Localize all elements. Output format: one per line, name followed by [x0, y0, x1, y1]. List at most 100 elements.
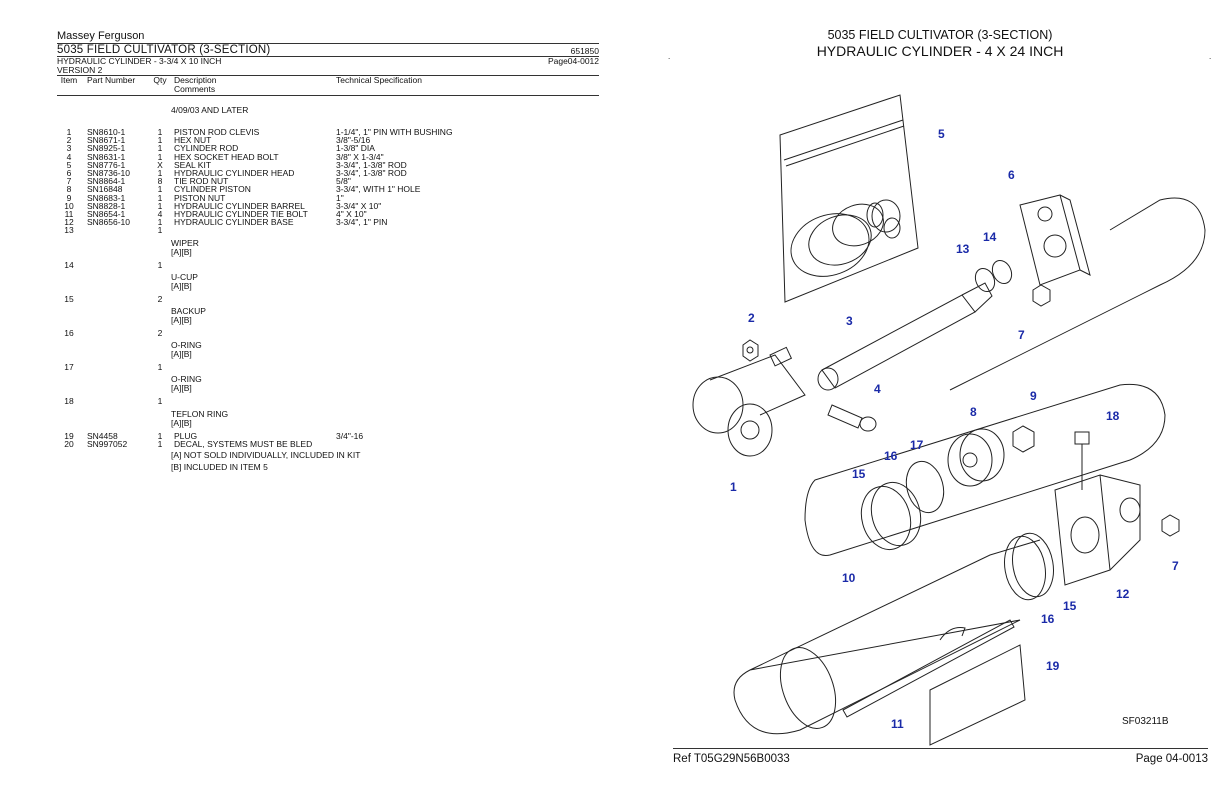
- row-tech-spec: 3/8" X 1-3/4": [336, 151, 384, 162]
- row-qty: 1: [157, 217, 163, 228]
- row-item: 15: [64, 293, 74, 304]
- row-comment: WIPER: [171, 237, 199, 248]
- callout-9: 9: [1030, 389, 1037, 403]
- row-comment: U-CUP: [171, 271, 198, 282]
- row-part-number: SN8864-1: [87, 176, 126, 187]
- row-item: 2: [66, 135, 72, 146]
- row-description: TIE ROD NUT: [174, 176, 229, 187]
- row-item: 12: [64, 217, 74, 228]
- row-item: 9: [66, 192, 72, 203]
- row-item: 18: [64, 396, 74, 407]
- footnote: [B] INCLUDED IN ITEM 5: [171, 462, 268, 473]
- callout-12: 12: [1116, 587, 1130, 601]
- piston-nut: [1012, 425, 1035, 453]
- row-tech-spec: [336, 363, 599, 371]
- row-part-number: SN8683-1: [87, 192, 126, 203]
- row-tech-spec: [336, 295, 599, 303]
- row-part-number: SN8631-1: [87, 151, 126, 162]
- row-description: [171, 261, 336, 269]
- row-tech-spec: [336, 329, 599, 337]
- callout-8: 8: [970, 405, 977, 419]
- plug: [1074, 431, 1090, 490]
- title-row: 5035 FIELD CULTIVATOR (3-SECTION) 651850: [57, 43, 599, 57]
- callout-13: 13: [956, 242, 970, 256]
- exploded-view-diagram: [692, 94, 1206, 746]
- row-tech-spec: 3-3/4" X 10": [336, 200, 382, 211]
- row-description: CYLINDER PISTON: [174, 184, 251, 195]
- barrel-outline-top: [949, 197, 1206, 391]
- row-qty: 1: [157, 200, 163, 211]
- row-item: 13: [64, 225, 74, 236]
- row-part-number: [81, 261, 149, 269]
- row-tech-spec: 3/4"-16: [336, 430, 364, 441]
- backup-oring-set: [860, 460, 945, 551]
- row-description: CYLINDER ROD: [174, 143, 239, 154]
- row-part-number: SN8610-1: [87, 127, 126, 137]
- row-tech-spec: 3-3/4", 1" PIN: [336, 217, 388, 228]
- row-qty: 1: [157, 135, 163, 146]
- row-part-number: [81, 329, 149, 337]
- row-item: 17: [64, 362, 74, 373]
- header-qty: Qty: [153, 75, 167, 85]
- row-part-number: SN8736-10: [87, 168, 131, 179]
- dot-marker-left: .: [668, 52, 671, 61]
- row-tech-spec: [336, 261, 599, 269]
- row-qty: 1: [157, 225, 163, 236]
- row-item: 5: [66, 159, 72, 170]
- serial-range: 4/09/03 AND LATER: [171, 105, 249, 115]
- row-tech-spec: 3-3/4", 1-3/8" ROD: [336, 168, 407, 179]
- row-description: PLUG: [174, 430, 198, 441]
- row-item: 20: [64, 438, 74, 449]
- barrel-outline-middle: [804, 383, 1166, 557]
- row-tech-spec: 3/8"-5/16: [336, 135, 371, 146]
- row-comment: [A][B]: [171, 280, 192, 291]
- cylinder-base: [1054, 474, 1141, 586]
- row-description: HYDRAULIC CYLINDER HEAD: [174, 168, 295, 179]
- callout-15: 15: [852, 467, 866, 481]
- footnote: [A] NOT SOLD INDIVIDUALLY, INCLUDED IN K…: [171, 450, 361, 461]
- row-description: SEAL KIT: [174, 159, 212, 170]
- callout-16-lower: 16: [1041, 612, 1055, 626]
- row-qty: 1: [157, 192, 163, 203]
- row-description: HYDRAULIC CYLINDER BARREL: [174, 200, 305, 211]
- row-description: HYDRAULIC CYLINDER BASE: [174, 217, 294, 228]
- row-comment: [A][B]: [171, 417, 192, 428]
- socket-head-bolt: [827, 404, 877, 432]
- row-tech-spec: [336, 226, 599, 234]
- tie-bolt: [842, 619, 1015, 718]
- callout-7-right: 7: [1172, 559, 1179, 573]
- doc-number: 651850: [570, 46, 599, 56]
- figure-id: SF03211B: [1122, 716, 1169, 727]
- table-header: Item Part Number Qty Description Comment…: [57, 76, 599, 96]
- callout-18: 18: [1106, 409, 1120, 423]
- row-description: [171, 329, 336, 337]
- row-qty: 1: [157, 396, 163, 407]
- callout-1: 1: [730, 480, 737, 494]
- page-footer: Ref T05G29N56B0033 Page 04-0013: [673, 748, 1208, 765]
- cylinder-head: [1019, 194, 1091, 286]
- row-part-number: SN8925-1: [87, 143, 126, 154]
- callout-6: 6: [1008, 168, 1015, 182]
- row-qty: 1: [157, 168, 163, 179]
- callout-4: 4: [874, 382, 881, 396]
- row-description: HYDRAULIC CYLINDER TIE BOLT: [174, 209, 308, 220]
- row-part-number: SN8654-1: [87, 209, 126, 220]
- row-comment: O-RING: [171, 374, 202, 385]
- footer-ref: Ref T05G29N56B0033: [673, 753, 790, 765]
- row-description: [171, 397, 336, 405]
- diagram-title: 5035 FIELD CULTIVATOR (3-SECTION): [827, 28, 1053, 42]
- row-part-number: [81, 363, 149, 371]
- callout-layer: 1 2 3 4 5 6 7 8 9 10 11 12 13 14 15 16 1…: [730, 127, 1179, 731]
- row-qty: 1: [157, 259, 163, 270]
- cylinder-rod: [817, 282, 993, 391]
- footer-page: Page 04-0013: [1135, 753, 1208, 765]
- page-number: Page04-0012: [547, 56, 599, 66]
